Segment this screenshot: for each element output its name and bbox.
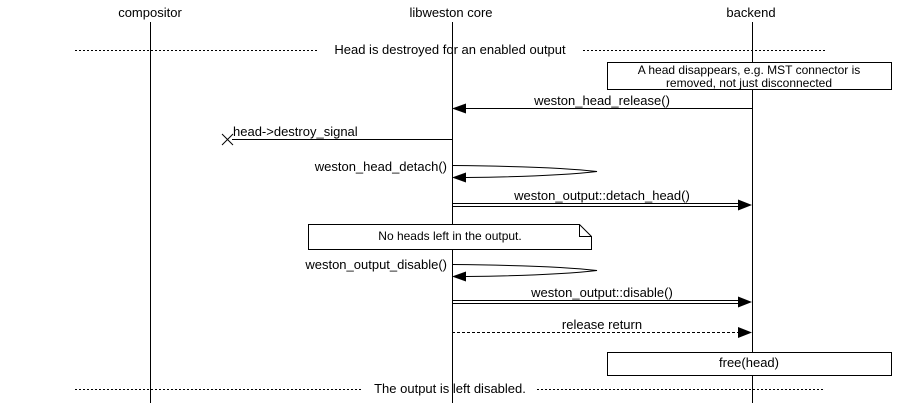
arrow-destroy-signal (221, 133, 452, 146)
arrowhead-left-icon (452, 103, 466, 114)
message-detach-head: weston_output::detach_head() (514, 188, 690, 203)
message-head-detach: weston_head_detach() (314, 159, 447, 174)
lost-message-x-icon (221, 133, 234, 146)
arrow-detach-head (452, 199, 752, 211)
arrowhead-right-icon (738, 199, 752, 211)
message-disable: weston_output::disable() (531, 285, 673, 300)
note-head-disappears: A head disappears, e.g. MST connector is… (607, 64, 891, 90)
action-free-head-shape (607, 352, 892, 376)
note-no-heads-shape (308, 224, 592, 250)
note-head-disappears-shape (607, 62, 892, 90)
arrow-release-return (452, 327, 752, 338)
note-no-heads: No heads left in the output. (378, 229, 522, 243)
arrow-disable (452, 296, 752, 308)
arrowhead-right-icon (738, 327, 752, 338)
arrow-head-release (452, 103, 752, 114)
note-fold-icon (579, 224, 592, 237)
message-head-release: weston_head_release() (534, 93, 670, 108)
message-release-return: release return (561, 317, 643, 332)
arrowhead-left-icon (452, 271, 466, 282)
arrowhead-right-icon (738, 296, 752, 308)
divider-top-label: Head is destroyed for an enabled output (334, 42, 566, 57)
action-free-head: free(head) (719, 355, 779, 370)
message-destroy-signal: head->destroy_signal (233, 124, 358, 139)
note-head-disappears-line1: A head disappears, e.g. MST connector is (637, 63, 861, 77)
arrow-output-disable-self (451, 264, 598, 282)
participant-backend: backend (726, 5, 776, 20)
message-output-disable: weston_output_disable() (305, 257, 447, 272)
note-head-disappears-line2: removed, not just disconnected (665, 76, 833, 90)
participant-compositor: compositor (118, 5, 182, 20)
arrowhead-left-icon (452, 172, 466, 183)
participant-libweston-core: libweston core (409, 5, 493, 20)
divider-bottom-label: The output is left disabled. (374, 381, 526, 396)
arrow-head-detach-self (451, 165, 598, 183)
